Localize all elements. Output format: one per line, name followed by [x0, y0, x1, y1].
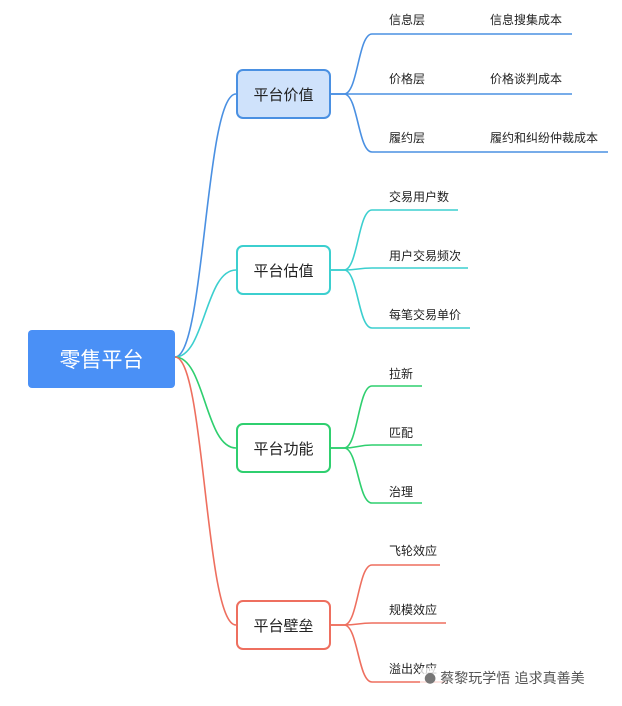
connector-branch-3-leaf-2 — [331, 624, 446, 683]
leaf-info-layer: 信息层 — [389, 13, 426, 27]
leaf-info-cost: 信息搜集成本 — [490, 13, 563, 27]
leaf-unit-price: 每笔交易单价 — [389, 308, 462, 322]
connector-root-branch-2 — [174, 356, 237, 449]
leaf-acquisition: 拉新 — [389, 367, 414, 381]
connector-root-branch-3 — [174, 356, 237, 626]
connector-branch-2-leaf-2 — [331, 447, 422, 504]
leaf-fulfil-cost: 履约和纠纷仲裁成本 — [490, 131, 599, 145]
leaf-price-layer: 价格层 — [389, 72, 426, 86]
connector-branch-1-leaf-2 — [331, 269, 470, 329]
leaf-scale-effect: 规模效应 — [389, 603, 438, 617]
connector-branch-1-leaf-1 — [331, 267, 468, 271]
leaf-fulfil-layer: 履约层 — [389, 131, 426, 145]
wechat-icon: ● — [424, 670, 437, 686]
leaf-trade-frequency: 用户交易频次 — [389, 249, 462, 263]
leaf-trading-users: 交易用户数 — [389, 190, 450, 204]
connector-root-branch-1 — [174, 269, 237, 358]
branch-node-platform-value: 平台价值 — [236, 69, 331, 119]
leaf-price-cost: 价格谈判成本 — [490, 72, 563, 86]
connector-root-branch-0 — [174, 93, 237, 358]
watermark: ● 蔡黎玩学悟 追求真善美 — [420, 668, 589, 688]
leaf-governance: 治理 — [389, 485, 414, 499]
leaf-flywheel-effect: 飞轮效应 — [389, 544, 438, 558]
leaf-matching: 匹配 — [389, 426, 414, 440]
branch-node-platform-valuation: 平台估值 — [236, 245, 331, 295]
connector-branch-0-leaf-2 — [331, 93, 608, 153]
root-node: 零售平台 — [28, 330, 175, 388]
watermark-text: 蔡黎玩学悟 追求真善美 — [440, 671, 585, 687]
branch-node-platform-barrier: 平台壁垒 — [236, 600, 331, 650]
branch-node-platform-function: 平台功能 — [236, 423, 331, 473]
